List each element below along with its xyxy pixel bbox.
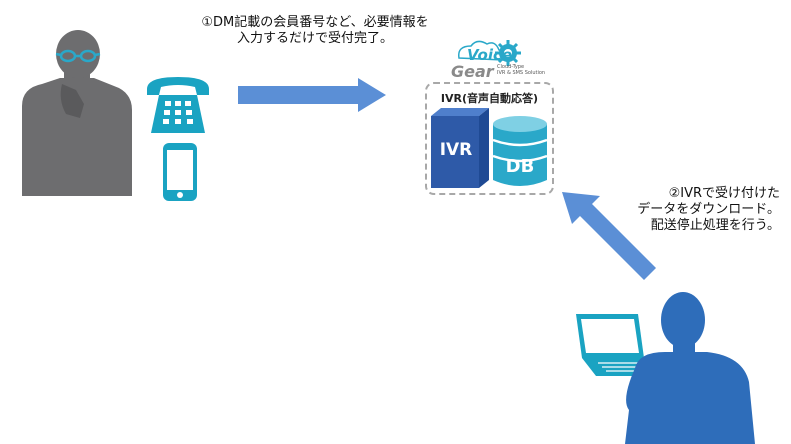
arrow-up-left-icon: [562, 192, 656, 280]
caption-step2: ②IVRで受け付けた データをダウンロード。 配送停止処理を行う。: [600, 186, 780, 234]
logo-tagline-line2: IVR & SMS Solution: [497, 70, 546, 76]
caption-step2-line3: 配送停止処理を行う。: [650, 218, 780, 233]
logo-tagline: Cloud-Type IVR & SMS Solution: [497, 64, 545, 76]
glasses-icon: [55, 49, 101, 63]
desk-phone-icon: [147, 77, 209, 133]
ivr-label: IVR: [439, 140, 473, 160]
ivr-system-title: IVR(音声自動応答): [440, 92, 539, 105]
arrow-right-icon: [238, 78, 386, 112]
ivr-server-icon: [431, 108, 489, 188]
caption-step2-line1: ②IVRで受け付けた: [668, 186, 780, 201]
caption-step1-line1: ①DM記載の会員番号など、必要情報を: [201, 15, 429, 30]
database-icon: [492, 116, 548, 186]
customer-figure: [22, 30, 132, 196]
logo-tagline-line1: Cloud-Type: [497, 64, 525, 70]
caption-step1-line2: 入力するだけで受付完了。: [236, 31, 393, 46]
logo-voice: Voice: [467, 46, 513, 64]
customer-silhouette: [22, 30, 132, 196]
ivr-system-box: IVR(音声自動応答) IVR DB: [425, 82, 554, 195]
caption-step2-line2: データをダウンロード。: [637, 202, 780, 217]
operator-silhouette: [625, 292, 755, 444]
cloud-gear-icon: [458, 40, 521, 66]
db-label: DB: [505, 156, 535, 177]
caption-step1: ①DM記載の会員番号など、必要情報を 入力するだけで受付完了。: [180, 15, 450, 47]
voicegear-logo: Voice Gear Cloud-Type IVR & SMS Solution: [445, 38, 555, 84]
operator-figure: [625, 292, 755, 444]
logo-gear: Gear: [451, 62, 494, 81]
smartphone-icon: [163, 143, 197, 201]
